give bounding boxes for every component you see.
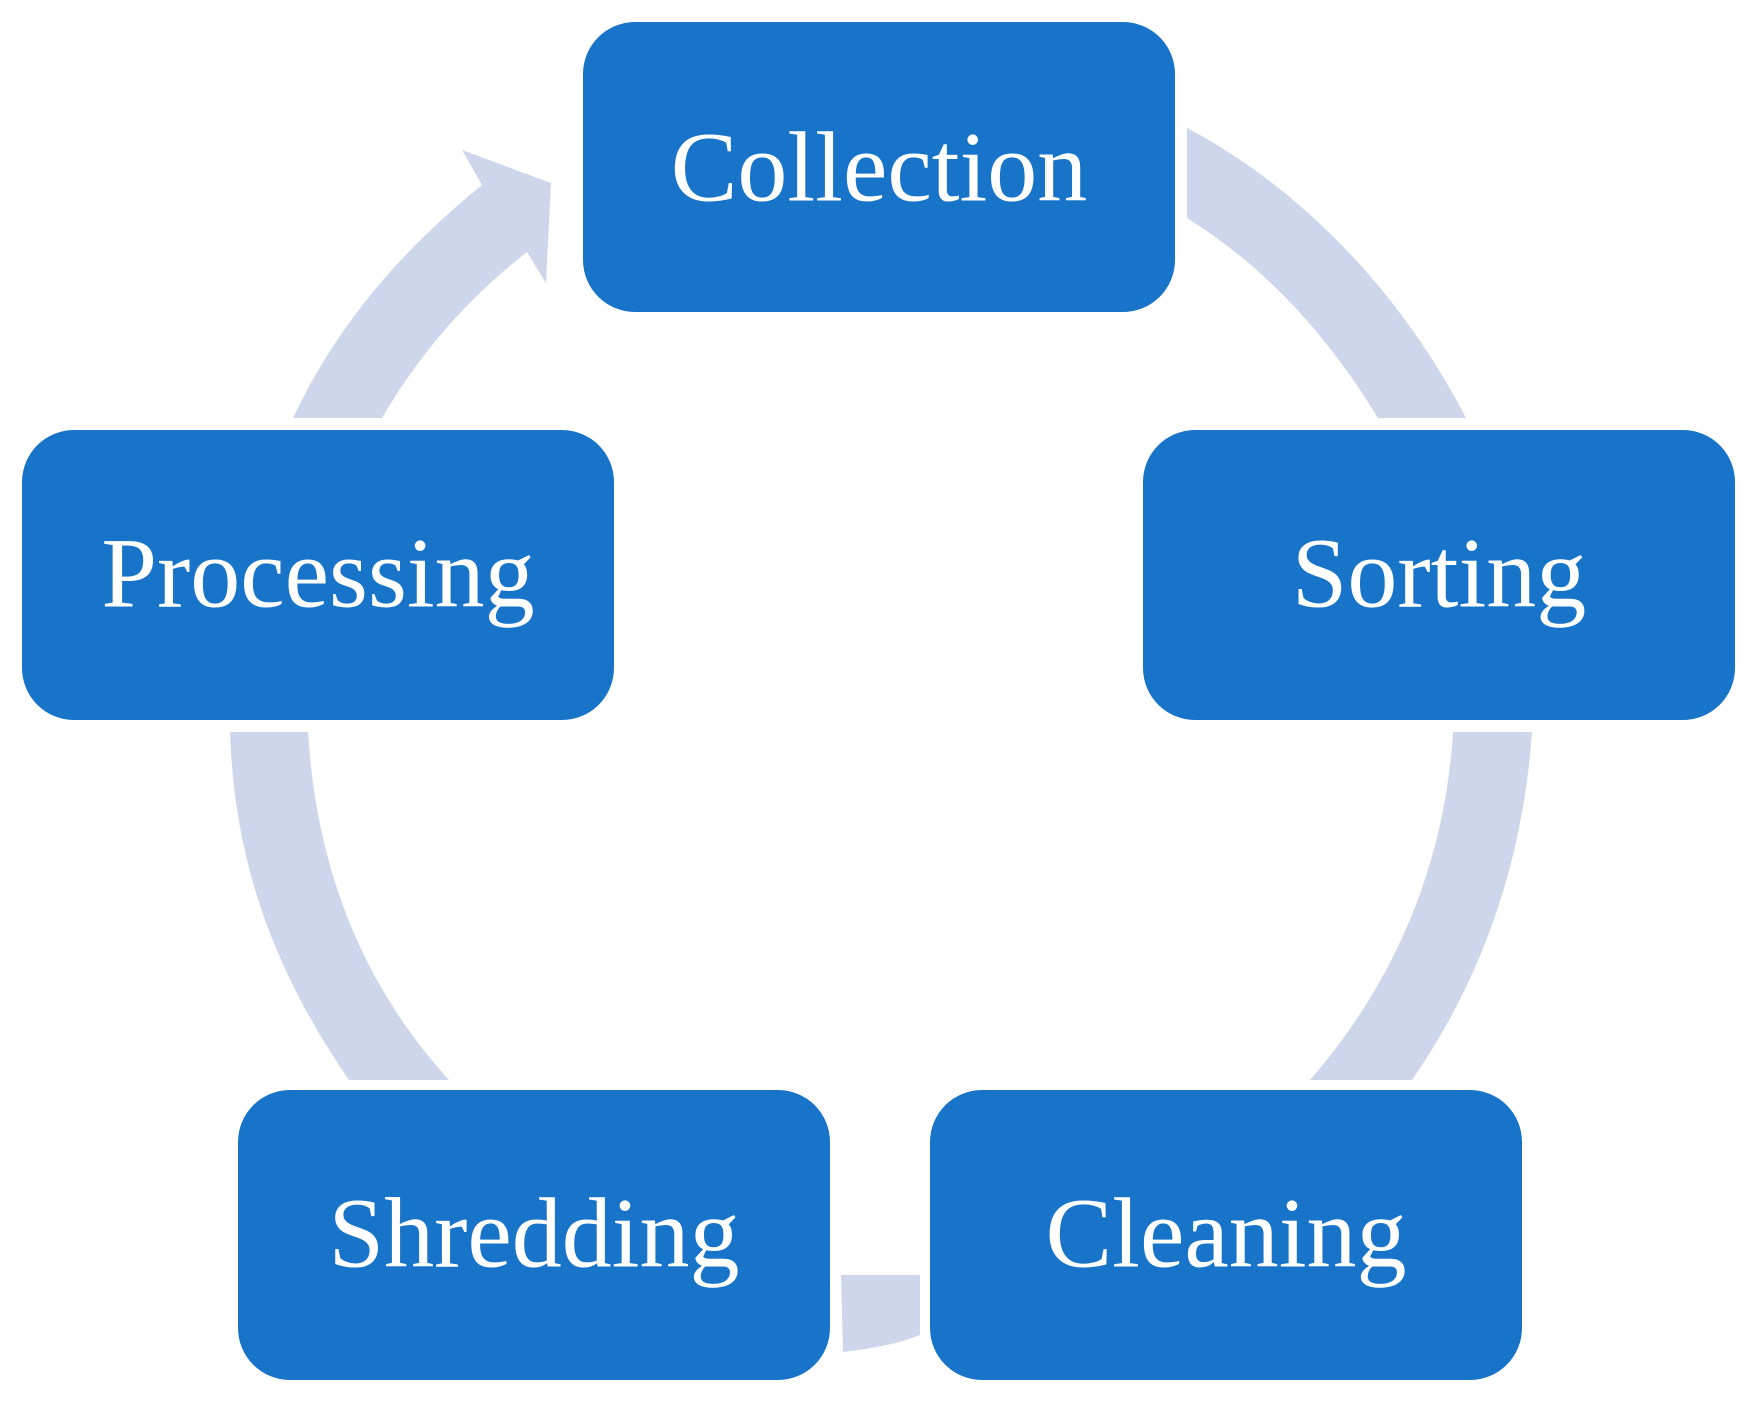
step-sorting-box xyxy=(1143,430,1735,720)
step-cleaning: Cleaning xyxy=(930,1090,1522,1380)
connector-cleaning-to-shredding xyxy=(841,1275,920,1352)
connector-processing-to-collection-arrow xyxy=(293,150,551,418)
connector-sorting-to-cleaning xyxy=(1310,732,1532,1080)
step-processing: Processing xyxy=(22,430,614,720)
connector-shredding-to-processing xyxy=(230,732,449,1080)
step-shredding: Shredding xyxy=(238,1090,830,1380)
step-collection: Collection xyxy=(583,22,1175,312)
step-cleaning-box xyxy=(930,1090,1522,1380)
connector-collection-to-sorting xyxy=(1187,128,1466,418)
step-shredding-label: Shredding xyxy=(328,1178,739,1289)
step-collection-label: Collection xyxy=(671,112,1088,223)
step-shredding-box xyxy=(238,1090,830,1380)
step-sorting: Sorting xyxy=(1143,430,1735,720)
step-processing-box xyxy=(22,430,614,720)
step-collection-box xyxy=(583,22,1175,312)
step-processing-label: Processing xyxy=(101,518,534,629)
step-cleaning-label: Cleaning xyxy=(1045,1178,1406,1289)
step-sorting-label: Sorting xyxy=(1292,518,1586,629)
cycle-connectors xyxy=(230,128,1532,1352)
